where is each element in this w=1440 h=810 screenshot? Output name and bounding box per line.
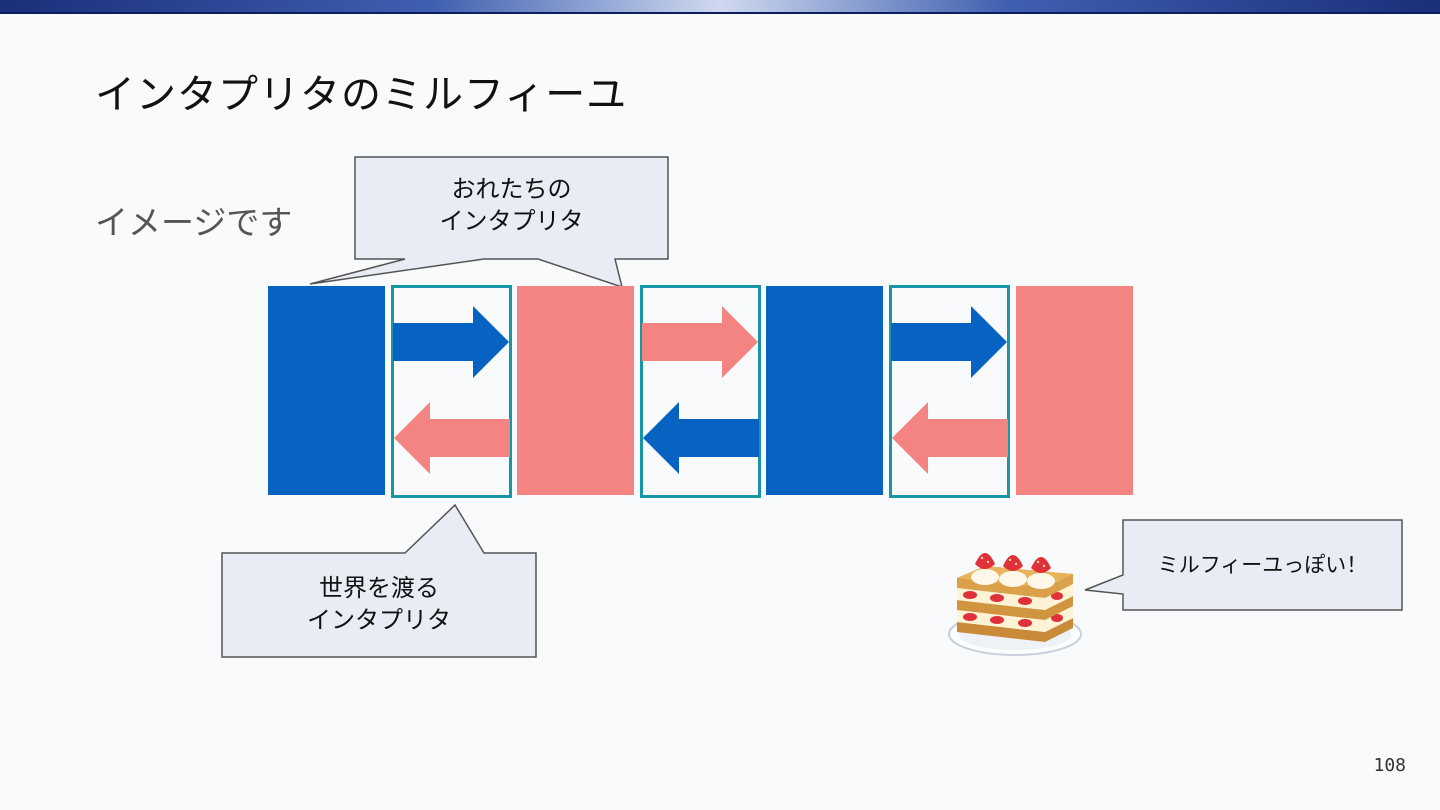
arrow-left-pink-3 — [891, 402, 1009, 474]
callout-ours-text: おれたちの インタプリタ — [355, 173, 668, 237]
callout-mille-text: ミルフィーユっぽい！ — [1123, 549, 1402, 581]
arrow-left-pink-1 — [393, 402, 511, 474]
callout-world-text: 世界を渡る インタプリタ — [222, 572, 536, 636]
callout-world-line2: インタプリタ — [222, 604, 536, 636]
page-number: 108 — [1373, 755, 1406, 776]
callout-world-line1: 世界を渡る — [222, 572, 536, 604]
callout-ours-line1: おれたちの — [355, 173, 668, 205]
arrow-right-blue-3 — [891, 306, 1009, 378]
layer-block-blue-2 — [766, 286, 883, 495]
arrow-right-blue-1 — [393, 306, 511, 378]
callout-ours-line2: インタプリタ — [355, 205, 668, 237]
layer-block-blue-1 — [268, 286, 385, 495]
millefeuille-cake-icon — [945, 540, 1085, 662]
arrow-right-pink-2 — [642, 306, 760, 378]
layer-block-pink-1 — [517, 286, 634, 495]
layer-block-pink-2 — [1016, 286, 1133, 495]
arrow-left-blue-2 — [642, 402, 760, 474]
